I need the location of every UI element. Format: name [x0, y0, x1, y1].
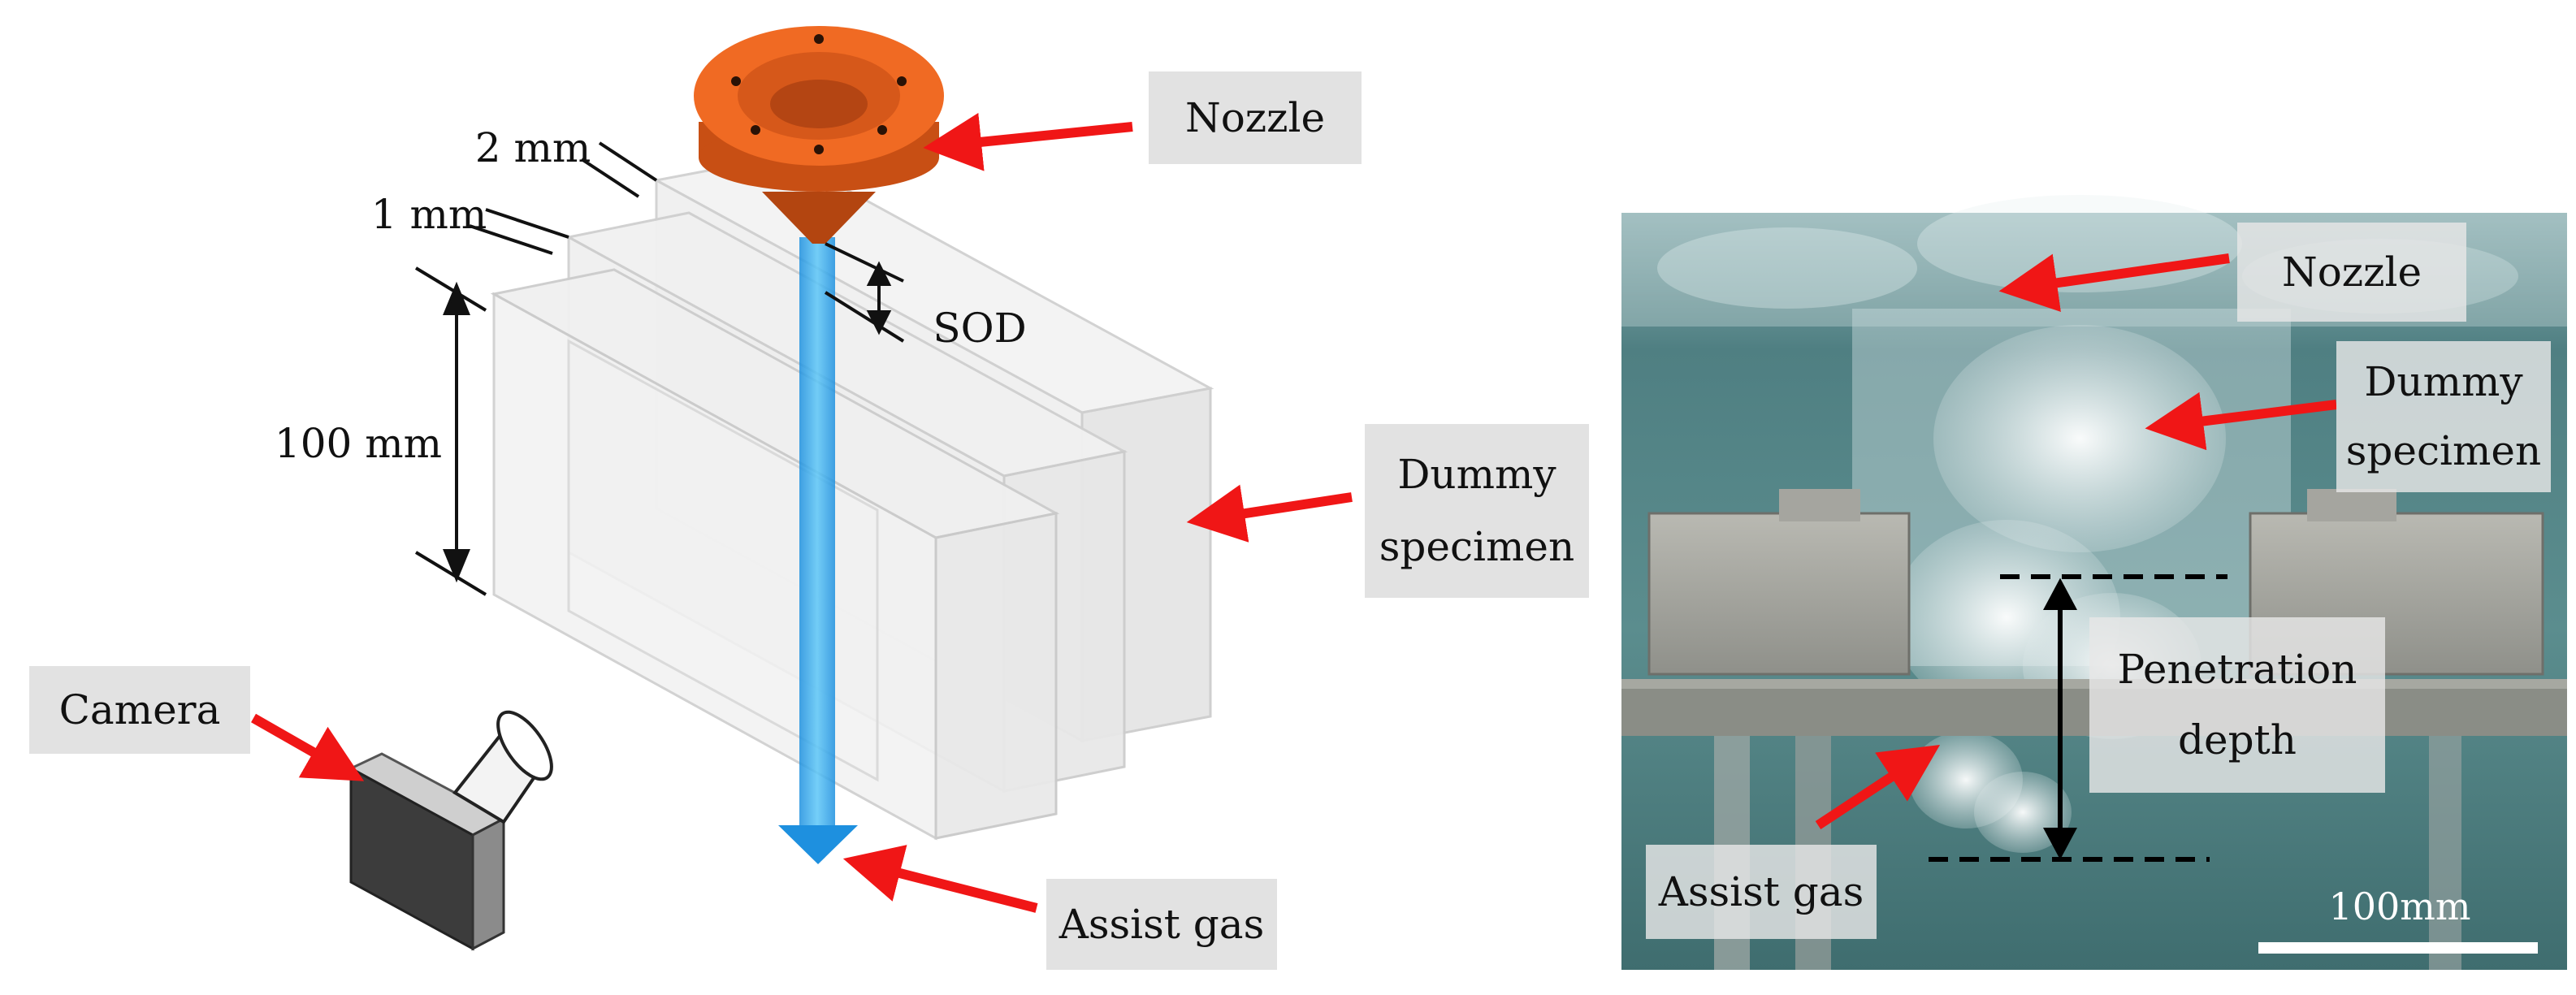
penetration-depth-arrow: [2043, 578, 2077, 860]
schematic-assist-gas-label: Assist gas: [1046, 879, 1277, 970]
scale-bar-label: 100mm: [2328, 884, 2471, 928]
penetration-line1: Penetration: [2117, 646, 2357, 693]
photo-dummy-line2: specimen: [2345, 427, 2542, 474]
schematic-dummy-line2: specimen: [1379, 523, 1575, 570]
thickness-1mm-label: 1 mm: [370, 190, 487, 238]
photo-dummy-specimen-label: Dummy specimen: [2336, 341, 2551, 492]
nozzle-model: [694, 26, 944, 244]
arrow-to-dummy-specimen: [1186, 484, 1353, 543]
schematic-dummy-line1: Dummy: [1397, 451, 1556, 498]
photo-arrow-to-dummy-specimen: [2145, 392, 2337, 451]
schematic-red-arrows: [251, 112, 1353, 913]
photo-red-arrows: [1815, 253, 2337, 830]
sod-dimension: [824, 242, 905, 343]
thickness-2mm-label: 2 mm: [474, 123, 591, 171]
scale-bar: [2258, 942, 2538, 954]
sod-label: SOD: [933, 304, 1027, 352]
penetration-depth-label: Penetration depth: [2089, 617, 2385, 793]
penetration-depth-lines: [1929, 574, 2227, 862]
arrow-to-camera: [251, 713, 365, 781]
arrow-to-assist-gas: [842, 845, 1038, 913]
photo-assist-gas-label: Assist gas: [1646, 845, 1877, 939]
photo-arrow-to-nozzle: [1998, 253, 2230, 312]
height-dimension: [414, 266, 487, 596]
photo-nozzle-label: Nozzle: [2237, 223, 2466, 322]
thickness-dimension-lines: [469, 141, 658, 255]
schematic-nozzle-label: Nozzle: [1149, 71, 1362, 164]
water-jet-arrow: [778, 237, 858, 864]
schematic: [251, 26, 1353, 951]
height-100mm-label: 100 mm: [274, 419, 443, 467]
schematic-camera-label: Camera: [29, 666, 250, 754]
photo-dummy-line1: Dummy: [2364, 358, 2523, 405]
photo-arrow-to-assist-gas: [1815, 744, 1941, 830]
schematic-dummy-specimen-label: Dummy specimen: [1365, 424, 1589, 598]
penetration-line2: depth: [2178, 716, 2297, 764]
arrow-to-nozzle: [923, 112, 1133, 171]
camera-model: [348, 710, 553, 951]
